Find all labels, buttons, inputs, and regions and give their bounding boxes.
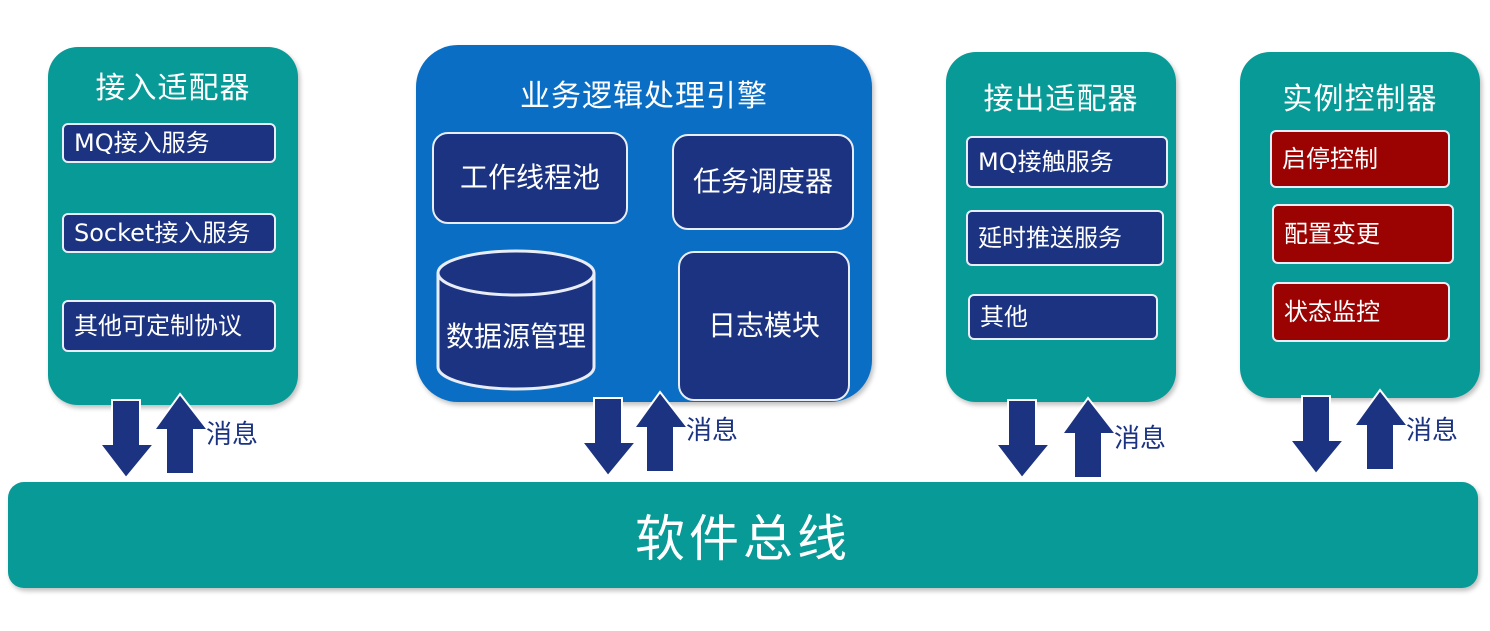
- access-adapter-panel: 接入适配器 MQ接入服务 Socket接入服务 其他可定制协议: [48, 47, 298, 405]
- message-label: 消息: [206, 420, 259, 450]
- instance-controller-panel: 实例控制器 启停控制 配置变更 状态监控: [1240, 52, 1480, 398]
- up-arrow-icon: [1352, 388, 1410, 471]
- down-arrow-icon: [1288, 395, 1346, 476]
- database-icon: [436, 249, 596, 391]
- custom-protocol: 其他可定制协议: [62, 300, 276, 352]
- up-arrow-icon: [632, 390, 690, 473]
- software-bus: 软件总线: [8, 482, 1478, 588]
- down-arrow-icon: [994, 399, 1052, 480]
- up-arrow-icon: [152, 392, 210, 475]
- mq-touch-service: MQ接触服务: [966, 136, 1168, 188]
- down-arrow-icon: [98, 399, 156, 480]
- output-adapter-title: 接出适配器: [983, 82, 1139, 117]
- access-adapter-title: 接入适配器: [95, 71, 251, 106]
- message-label: 消息: [686, 416, 739, 446]
- config-change: 配置变更: [1272, 204, 1454, 264]
- task-scheduler: 任务调度器: [672, 134, 854, 230]
- message-label: 消息: [1114, 424, 1167, 454]
- engine-panel: 业务逻辑处理引擎 工作线程池 任务调度器 数据源管理 日志模块: [416, 45, 872, 402]
- instance-controller-title: 实例控制器: [1282, 82, 1438, 117]
- status-monitor: 状态监控: [1272, 282, 1450, 342]
- other-service: 其他: [968, 294, 1158, 340]
- output-adapter-panel: 接出适配器 MQ接触服务 延时推送服务 其他: [946, 52, 1176, 402]
- worker-thread-pool: 工作线程池: [432, 132, 628, 224]
- log-module: 日志模块: [678, 251, 850, 401]
- down-arrow-icon: [580, 397, 638, 478]
- datasource-label: 数据源管理: [445, 320, 586, 353]
- datasource-cylinder: 数据源管理: [434, 247, 598, 395]
- mq-access-service: MQ接入服务: [62, 123, 276, 163]
- up-arrow-icon: [1060, 396, 1118, 479]
- engine-title: 业务逻辑处理引擎: [520, 79, 768, 114]
- socket-access-service: Socket接入服务: [62, 213, 276, 253]
- delay-push-service: 延时推送服务: [966, 210, 1164, 266]
- start-stop-control: 启停控制: [1270, 130, 1450, 188]
- message-label: 消息: [1406, 416, 1459, 446]
